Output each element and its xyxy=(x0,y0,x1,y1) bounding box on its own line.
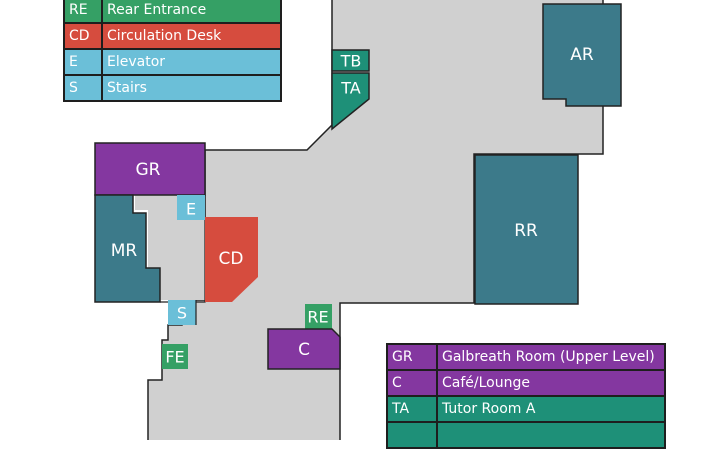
legend-code xyxy=(386,421,438,449)
legend-label: Tutor Room A xyxy=(436,395,666,423)
room-rr-label: RR xyxy=(514,221,538,241)
legend-top: RE Rear Entrance CD Circulation Desk E E… xyxy=(63,0,282,102)
room-gr-label: GR xyxy=(136,160,161,180)
tutor-room-a-label: TA xyxy=(340,79,361,98)
room-cafe-label: C xyxy=(298,340,310,360)
legend-row: C Café/Lounge xyxy=(386,369,666,397)
legend-row xyxy=(386,421,666,449)
legend-row: RE Rear Entrance xyxy=(63,0,282,24)
stairs-label: S xyxy=(177,304,187,323)
legend-label xyxy=(436,421,666,449)
room-gr[interactable] xyxy=(94,142,206,196)
room-rr[interactable] xyxy=(474,154,579,305)
floor-plan-map: GR MR E CD S FE RE C TB TA AR RR xyxy=(94,0,622,440)
front-entrance-label: FE xyxy=(165,348,184,367)
legend-code: GR xyxy=(386,343,438,371)
room-mr[interactable] xyxy=(94,194,161,303)
room-cafe[interactable] xyxy=(267,328,341,370)
legend-label: Café/Lounge xyxy=(436,369,666,397)
legend-label: Stairs xyxy=(101,74,282,102)
legend-label: Elevator xyxy=(101,48,282,76)
tutor-room-a[interactable] xyxy=(331,72,370,131)
room-mr-label: MR xyxy=(111,241,138,261)
circulation-desk[interactable] xyxy=(205,217,258,302)
elevator[interactable] xyxy=(177,195,205,220)
legend-label: Galbreath Room (Upper Level) xyxy=(436,343,666,371)
legend-code: CD xyxy=(63,22,103,50)
tutor-room-b-label: TB xyxy=(340,52,362,71)
legend-row: E Elevator xyxy=(63,48,282,76)
legend-code: TA xyxy=(386,395,438,423)
tutor-room-b[interactable] xyxy=(331,49,370,72)
legend-code: S xyxy=(63,74,103,102)
floor-inner xyxy=(135,195,205,300)
front-entrance[interactable] xyxy=(162,344,188,369)
legend-row: S Stairs xyxy=(63,74,282,102)
circulation-desk-label: CD xyxy=(219,249,244,269)
rear-entrance-label: RE xyxy=(307,308,328,327)
stairs[interactable] xyxy=(168,300,196,325)
room-ar[interactable] xyxy=(542,3,622,107)
legend-label: Rear Entrance xyxy=(101,0,282,24)
rear-entrance[interactable] xyxy=(305,304,332,329)
legend-row: CD Circulation Desk xyxy=(63,22,282,50)
room-ar-label: AR xyxy=(570,45,594,65)
legend-row: TA Tutor Room A xyxy=(386,395,666,423)
legend-code: RE xyxy=(63,0,103,24)
legend-code: C xyxy=(386,369,438,397)
legend-code: E xyxy=(63,48,103,76)
legend-bottom: GR Galbreath Room (Upper Level) C Café/L… xyxy=(386,343,666,449)
elevator-label: E xyxy=(186,200,196,219)
legend-row: GR Galbreath Room (Upper Level) xyxy=(386,343,666,371)
legend-label: Circulation Desk xyxy=(101,22,282,50)
